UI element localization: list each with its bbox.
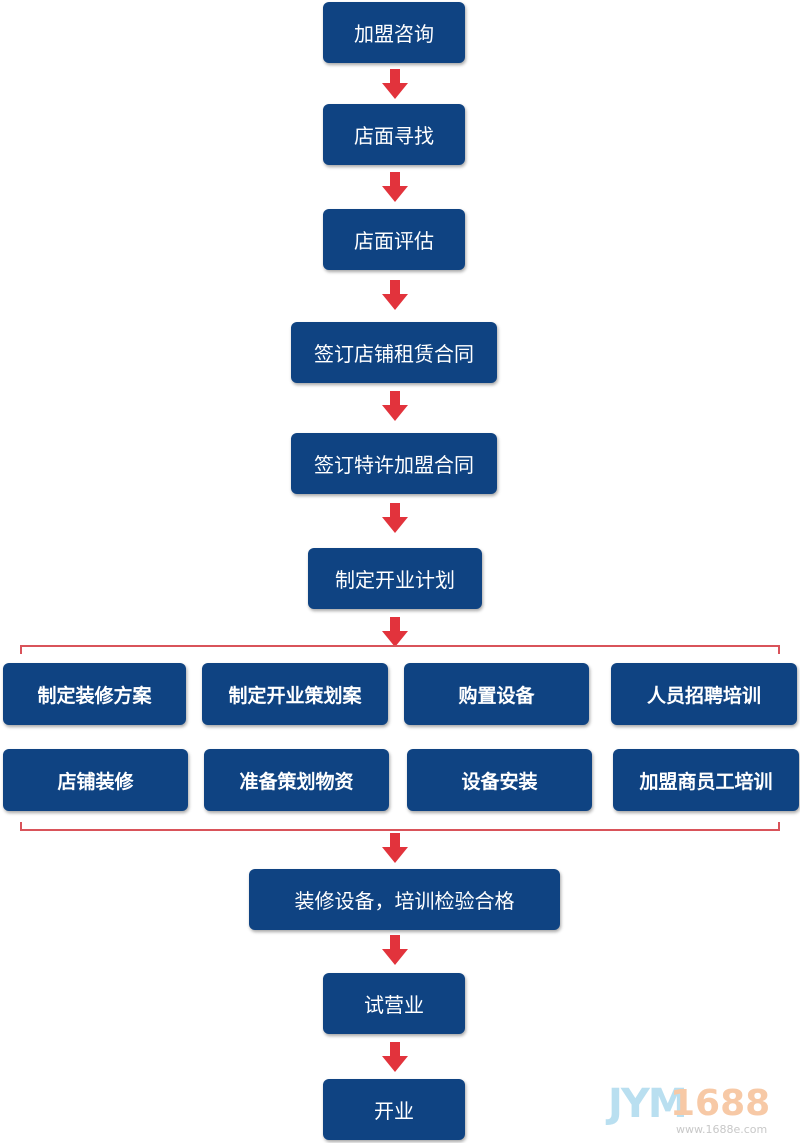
step-label: 加盟咨询 <box>354 22 434 46</box>
step-inspection-passed: 装修设备，培训检验合格 <box>249 869 560 930</box>
step-sign-lease-contract: 签订店铺租赁合同 <box>291 322 497 383</box>
task-label: 制定装修方案 <box>37 684 152 707</box>
step-sign-franchise-contract: 签订特许加盟合同 <box>291 433 497 494</box>
step-label: 店面评估 <box>354 229 434 253</box>
arrow-down-icon <box>382 617 408 647</box>
task-renovation-plan: 制定装修方案 <box>3 663 186 725</box>
watermark-logo-mark: JYM <box>608 1081 688 1127</box>
task-label: 制定开业策划案 <box>228 684 362 707</box>
watermark-logo: JYM 1688 www.1688e.com <box>608 1079 788 1139</box>
task-label: 设备安装 <box>461 770 538 793</box>
task-purchase-equipment: 购置设备 <box>404 663 589 725</box>
step-store-search: 店面寻找 <box>323 104 465 165</box>
task-equipment-installation: 设备安装 <box>407 749 592 811</box>
task-label: 购置设备 <box>458 684 535 707</box>
bracket-top <box>20 645 780 654</box>
step-label: 签订特许加盟合同 <box>314 453 474 477</box>
step-join-consultation: 加盟咨询 <box>323 2 465 63</box>
task-label: 加盟商员工培训 <box>639 770 773 793</box>
arrow-down-icon <box>382 503 408 533</box>
task-staff-recruitment: 人员招聘培训 <box>611 663 797 725</box>
task-employee-training: 加盟商员工培训 <box>613 749 799 811</box>
step-store-evaluation: 店面评估 <box>323 209 465 270</box>
step-label: 开业 <box>374 1099 414 1123</box>
step-label: 试营业 <box>364 993 424 1017</box>
arrow-down-icon <box>382 280 408 310</box>
bracket-bottom <box>20 822 780 831</box>
step-label: 制定开业计划 <box>335 568 455 592</box>
step-trial-operation: 试营业 <box>323 973 465 1034</box>
step-grand-opening: 开业 <box>323 1079 465 1140</box>
arrow-down-icon <box>382 1042 408 1072</box>
arrow-down-icon <box>382 69 408 99</box>
arrow-down-icon <box>382 391 408 421</box>
task-prepare-materials: 准备策划物资 <box>204 749 389 811</box>
arrow-down-icon <box>382 172 408 202</box>
step-opening-plan: 制定开业计划 <box>308 548 482 609</box>
step-label: 签订店铺租赁合同 <box>314 342 474 366</box>
arrow-down-icon <box>382 935 408 965</box>
step-label: 店面寻找 <box>354 124 434 148</box>
watermark-url: www.1688e.com <box>676 1123 768 1136</box>
arrow-down-icon <box>382 833 408 863</box>
task-label: 店铺装修 <box>57 770 134 793</box>
task-label: 人员招聘培训 <box>646 684 761 707</box>
task-label: 准备策划物资 <box>239 770 354 793</box>
watermark-number: 1688 <box>670 1083 771 1124</box>
step-label: 装修设备，培训检验合格 <box>294 889 515 913</box>
task-store-renovation: 店铺装修 <box>3 749 188 811</box>
task-opening-promotion-plan: 制定开业策划案 <box>202 663 388 725</box>
